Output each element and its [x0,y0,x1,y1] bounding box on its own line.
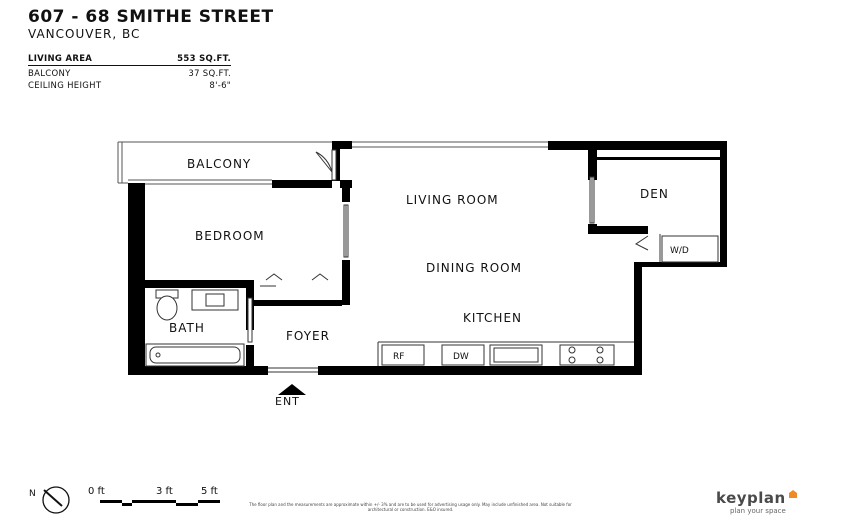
stat-value: 553 SQ.FT. [177,54,231,64]
logo-mark-icon [788,490,797,498]
stat-label: LIVING AREA [28,54,93,64]
balcony-door [315,149,337,181]
balcony-outline [117,141,332,185]
stat-label: CEILING HEIGHT [28,81,102,91]
stat-row-balcony: BALCONY 37 SQ.FT. [28,68,231,80]
logo-tagline: plan your space [730,507,786,515]
label-kitchen: KITCHEN [463,311,522,325]
label-entrance: ENT [275,395,300,408]
label-washer-dryer: W/D [670,246,689,256]
logo-name: keyplan [716,489,786,507]
den-sliding-door [589,176,595,224]
label-den: DEN [640,187,669,201]
disclaimer: The floor plan and the measurements are … [249,502,572,512]
vanity-sink [191,289,239,311]
bedroom-sliding-door [343,204,349,258]
stat-value: 37 SQ.FT. [188,69,231,79]
label-fridge: RF [393,352,404,362]
washer-dryer-closet [659,234,719,263]
property-city: VANCOUVER, BC [28,27,141,41]
entrance-door [268,367,318,373]
label-foyer: FOYER [286,329,330,343]
bath-door [247,297,253,343]
scale-label-3: 3 ft [156,486,173,497]
scale-label-0: 0 ft [88,486,105,497]
property-title: 607 - 68 SMITHE STREET [28,7,274,27]
scale-bar [100,500,220,506]
label-dining-room: DINING ROOM [426,261,522,275]
toilet [155,289,179,321]
north-compass-icon [42,486,70,514]
stat-value: 8'-6" [209,81,231,91]
stat-label: BALCONY [28,69,71,79]
scale-label-5: 5 ft [201,486,218,497]
stat-row-living-area: LIVING AREA 553 SQ.FT. [28,53,231,66]
keyplan-logo: keyplan plan your space [716,489,798,515]
stat-row-ceiling-height: CEILING HEIGHT 8'-6" [28,80,231,92]
wd-door [635,235,649,251]
label-dishwasher: DW [453,352,469,362]
kitchen-counter [377,341,634,366]
label-bedroom: BEDROOM [195,229,265,243]
bathtub [145,343,245,367]
exterior-walls [128,141,727,375]
closet-doors [260,273,329,287]
entrance-arrow [278,384,306,395]
north-label: N [29,489,36,499]
area-stats: LIVING AREA 553 SQ.FT. BALCONY 37 SQ.FT.… [28,53,231,92]
label-balcony: BALCONY [187,157,251,171]
label-bath: BATH [169,321,205,335]
label-living-room: LIVING ROOM [406,193,499,207]
living-window [352,141,548,148]
